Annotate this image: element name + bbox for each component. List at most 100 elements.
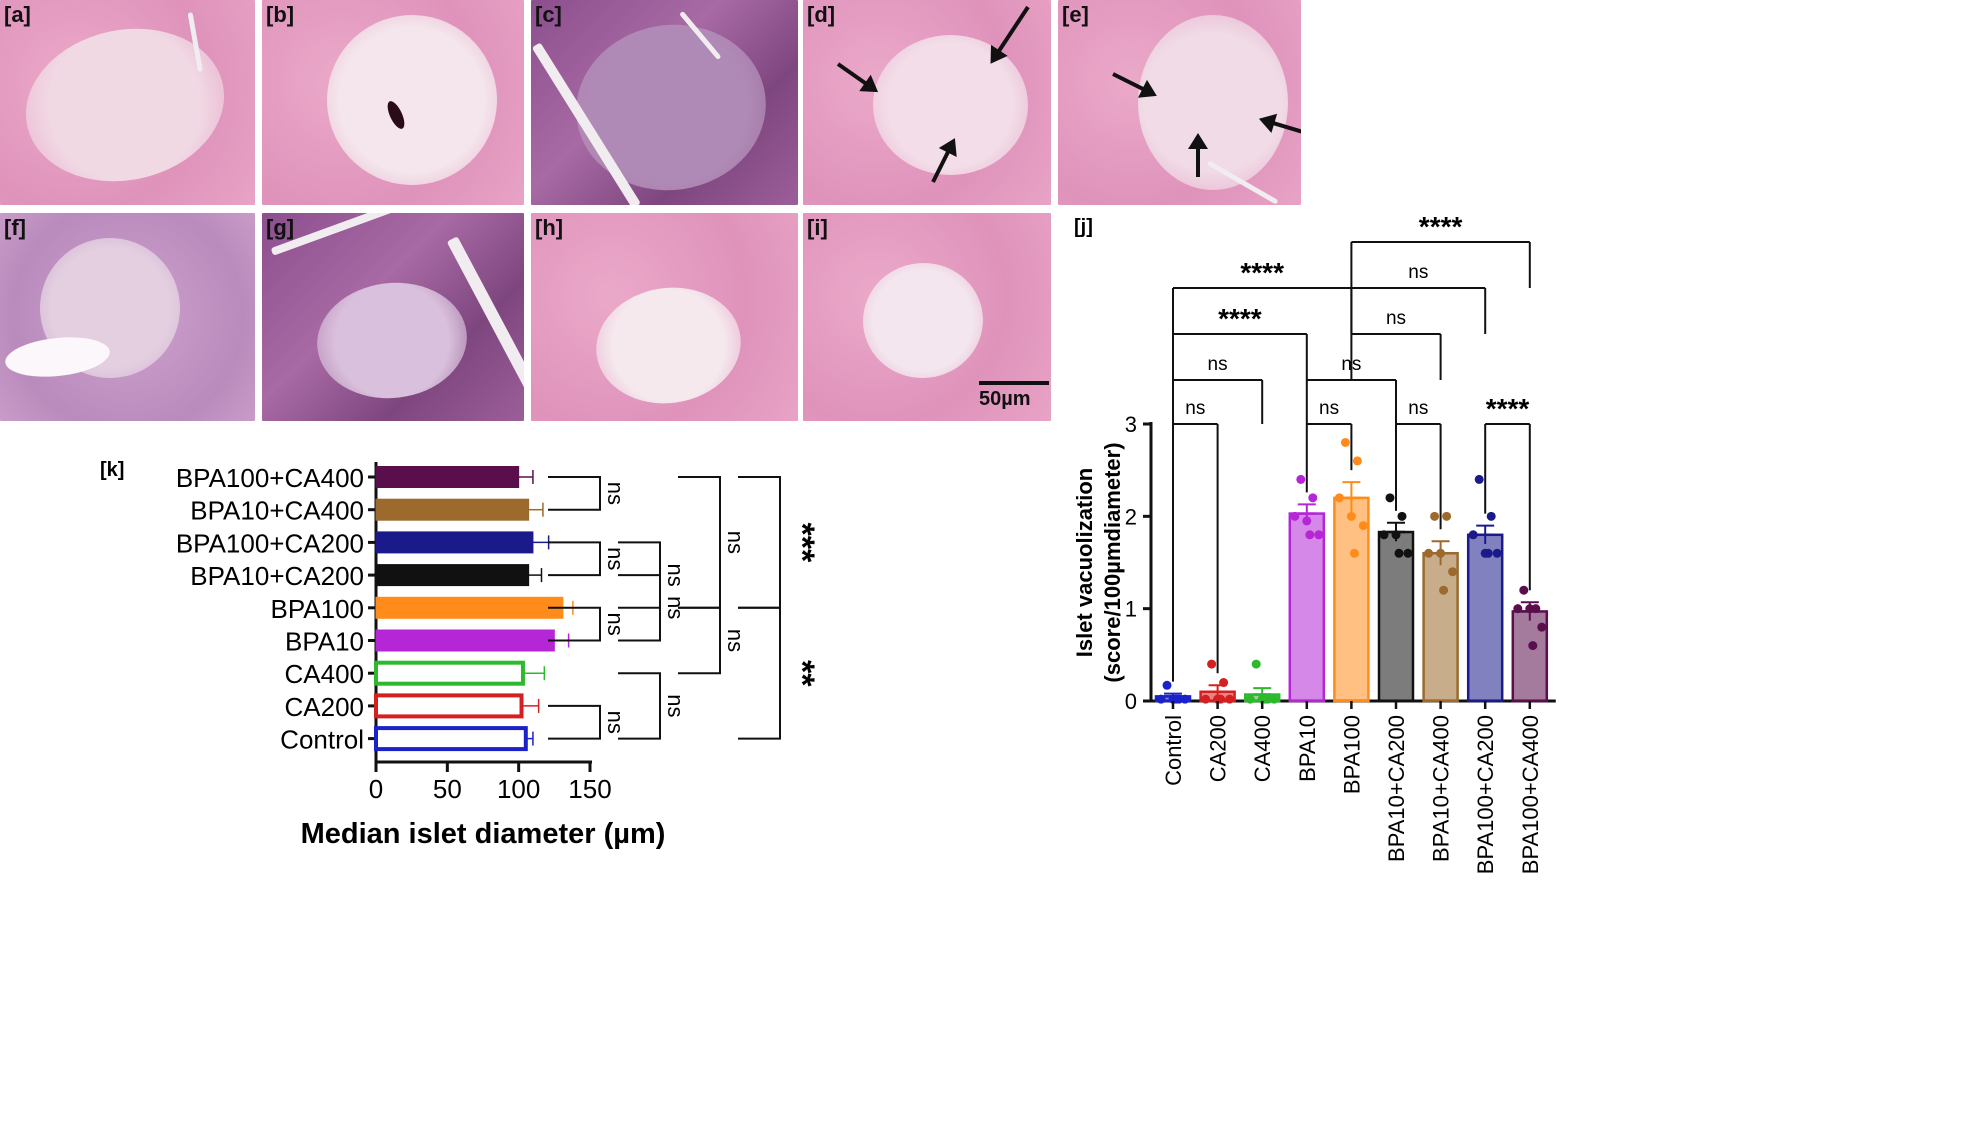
y-tick-label: 2	[1125, 504, 1137, 529]
panel-label: [d]	[807, 2, 836, 27]
significance-label: **	[783, 660, 821, 687]
data-point	[1180, 694, 1190, 704]
significance-label: ns	[723, 531, 748, 554]
bar	[375, 596, 564, 619]
histology-panel-e: [e]	[1058, 0, 1301, 205]
islet-region	[11, 10, 239, 200]
y-axis-title-line: (score/100µmdiameter)	[1100, 442, 1125, 682]
significance-bracket	[548, 541, 601, 577]
data-point	[1391, 530, 1401, 540]
arrow-icon	[1196, 137, 1200, 177]
y-axis-title: Islet vacuolization(score/100µmdiameter)	[1072, 442, 1125, 682]
bar	[375, 466, 520, 488]
significance-bracket	[678, 476, 721, 609]
y-tick-label: 3	[1125, 412, 1137, 437]
bar	[375, 498, 530, 521]
data-point	[1201, 694, 1211, 704]
x-axis-title: Median islet diameter (µm)	[301, 818, 666, 850]
data-point	[1358, 521, 1368, 531]
significance-label: ns	[663, 563, 688, 586]
significance-bracket	[618, 541, 661, 609]
x-tick-label: 100	[497, 774, 540, 804]
bar	[375, 564, 530, 587]
panel-label: [i]	[807, 215, 828, 240]
category-label: BPA100+CA400	[1518, 715, 1543, 874]
islet-region	[588, 278, 749, 413]
data-point	[1513, 604, 1523, 614]
data-point	[1334, 493, 1344, 503]
significance-label: ns	[1208, 354, 1228, 375]
category-label: BPA10+CA400	[190, 496, 364, 526]
significance-label: ****	[1486, 393, 1530, 424]
scale-bar-label: 50µm	[979, 388, 1031, 410]
panel-label: [k]	[100, 459, 124, 481]
panel-label: [h]	[535, 215, 564, 240]
significance-label: ns	[663, 596, 688, 619]
bar	[1333, 496, 1370, 703]
significance-label: ns	[723, 629, 748, 652]
panel-label: [e]	[1062, 2, 1089, 27]
data-point	[1352, 456, 1362, 466]
data-point	[1305, 530, 1315, 540]
significance-label: ****	[1240, 257, 1284, 288]
significance-label: ****	[1218, 303, 1262, 334]
significance-label: ns	[663, 694, 688, 717]
data-point	[1394, 548, 1404, 558]
bar	[375, 629, 555, 652]
panel-label: [b]	[266, 2, 295, 27]
significance-label: ****	[1419, 211, 1463, 242]
significance-label: ns	[1408, 262, 1428, 283]
significance-bracket	[548, 606, 601, 642]
scale-bar	[979, 381, 1049, 385]
significance-bracket	[548, 476, 601, 511]
islet-region	[311, 275, 473, 406]
data-point	[1340, 437, 1350, 447]
y-tick-label: 0	[1125, 689, 1137, 714]
data-point	[1430, 511, 1440, 521]
data-point	[1290, 511, 1300, 521]
data-point	[1379, 530, 1389, 540]
data-point	[1403, 548, 1413, 558]
y-axis-title-line: Islet vacuolization	[1072, 468, 1097, 658]
data-point	[1346, 511, 1356, 521]
data-point	[1302, 516, 1312, 526]
islet-region	[303, 0, 521, 205]
bar	[375, 531, 534, 554]
data-point	[1528, 641, 1538, 651]
data-point	[1436, 548, 1446, 558]
data-point	[1525, 604, 1535, 614]
histology-panel-c: [c]	[531, 0, 798, 205]
bar	[374, 726, 528, 752]
category-label: BPA10	[1295, 715, 1320, 782]
arrow-icon	[991, 5, 1030, 62]
histology-panel-a: [a]	[0, 0, 255, 205]
category-label: CA200	[1206, 715, 1231, 782]
category-label: BPA10+CA200	[1384, 715, 1409, 862]
x-tick-label: 150	[568, 774, 611, 804]
bar	[374, 693, 524, 719]
y-tick-label: 1	[1125, 597, 1137, 622]
significance-bracket	[738, 606, 781, 740]
category-label: BPA100	[1339, 715, 1364, 794]
significance-label: ***	[783, 523, 821, 563]
bar	[1288, 512, 1326, 703]
panel-label: [g]	[266, 215, 295, 240]
data-point	[1245, 694, 1255, 704]
significance-label: ns	[603, 711, 628, 734]
bar	[374, 660, 525, 686]
significance-label: ns	[603, 613, 628, 636]
panel-label: [c]	[535, 2, 562, 27]
islet-region	[1138, 15, 1288, 190]
data-point	[1537, 622, 1547, 632]
data-point	[1474, 474, 1484, 484]
data-point	[1439, 585, 1449, 595]
data-point	[1492, 548, 1502, 558]
bar	[1466, 533, 1504, 703]
significance-label: ns	[603, 547, 628, 570]
panel-label: [a]	[4, 2, 31, 27]
significance-bracket	[738, 476, 781, 609]
x-tick-label: 0	[369, 774, 383, 804]
data-point	[1219, 678, 1229, 688]
significance-label: ns	[1386, 308, 1406, 329]
